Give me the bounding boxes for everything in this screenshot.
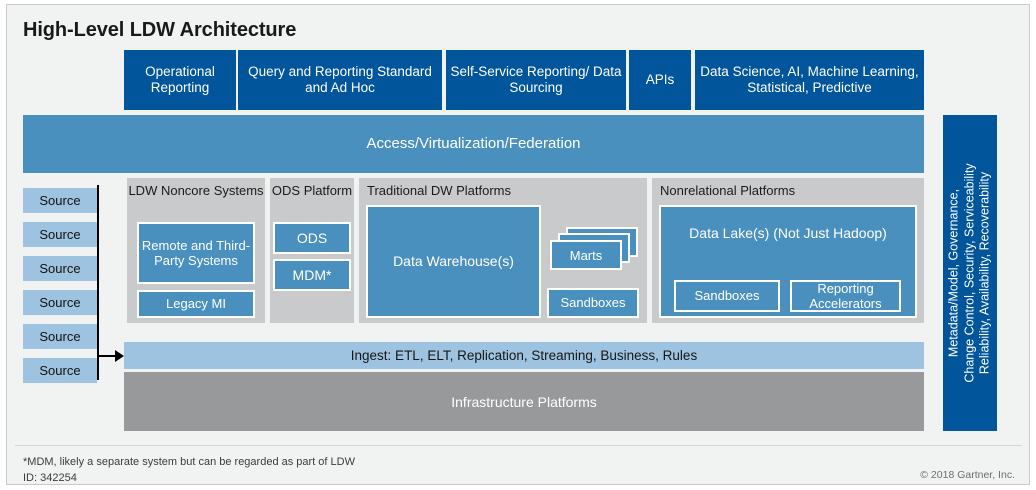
consumption-box-label: Data Science, AI, Machine Learning, Stat…	[700, 64, 919, 95]
governance-line-2: Change Control, Security, Serviceability	[962, 163, 977, 383]
infrastructure-bar-label: Infrastructure Platforms	[451, 393, 597, 410]
consumption-box-self-service-reporting[interactable]: Self-Service Reporting/ Data Sourcing	[446, 50, 626, 110]
footer-divider	[15, 445, 1022, 446]
panel-title-text: Traditional DW Platforms	[367, 183, 511, 198]
footer-note-text: *MDM, likely a separate system but can b…	[23, 456, 355, 468]
footer-note: *MDM, likely a separate system but can b…	[23, 455, 355, 487]
box-label: Sandboxes	[560, 295, 626, 311]
panel-title-text: Nonrelational Platforms	[660, 183, 796, 198]
box-dw-sandboxes[interactable]: Sandboxes	[547, 288, 639, 318]
panel-title-text: ODS Platform	[271, 183, 353, 198]
consumption-box-operational-reporting[interactable]: Operational Reporting	[124, 50, 236, 110]
panel-ods-platform-title: ODS Platform	[270, 183, 354, 199]
panel-traditional-dw-title: Traditional DW Platforms	[367, 183, 587, 199]
source-label: Source	[39, 329, 81, 344]
diagram-card: High-Level LDW Architecture Operational …	[6, 4, 1030, 485]
source-label: Source	[39, 295, 81, 310]
box-label: Remote and Third-Party Systems	[141, 237, 251, 268]
box-label: MDM*	[292, 266, 332, 283]
box-label: Data Warehouse(s)	[393, 253, 514, 270]
source-box-6[interactable]: Source	[23, 358, 97, 383]
footer-copyright: © 2018 Gartner, Inc.	[920, 469, 1015, 481]
consumption-box-query-and-reporting[interactable]: Query and Reporting Standard and Ad Hoc	[238, 50, 442, 110]
source-label: Source	[39, 193, 81, 208]
source-label: Source	[39, 261, 81, 276]
access-virtualization-federation-bar[interactable]: Access/Virtualization/Federation	[23, 115, 924, 173]
consumption-box-label: Self-Service Reporting/ Data Sourcing	[450, 64, 622, 95]
box-label: Legacy MI	[166, 296, 226, 312]
source-bus-line	[97, 185, 99, 380]
governance-line-1: Metadata/Model, Governance,	[946, 188, 961, 358]
box-label: Marts	[569, 247, 603, 263]
consumption-box-data-science[interactable]: Data Science, AI, Machine Learning, Stat…	[695, 50, 924, 110]
marts-stack-layer-front: Marts	[550, 240, 622, 270]
box-label: ODS	[296, 229, 328, 246]
consumption-box-label: Query and Reporting Standard and Ad Hoc	[248, 64, 432, 95]
box-remote-third-party-systems[interactable]: Remote and Third-Party Systems	[137, 222, 255, 284]
box-label: Data Lake(s) (Not Just Hadoop)	[689, 225, 887, 241]
infrastructure-platforms-bar[interactable]: Infrastructure Platforms	[124, 372, 924, 431]
box-mdm[interactable]: MDM*	[273, 259, 351, 291]
box-legacy-mi[interactable]: Legacy MI	[137, 290, 255, 318]
governance-line-3: Reliability, Availability, Recoverabilit…	[977, 171, 992, 375]
panel-title-text: LDW Noncore Systems	[128, 183, 264, 198]
source-box-5[interactable]: Source	[23, 324, 97, 349]
consumption-box-label: Operational Reporting	[145, 64, 215, 95]
consumption-box-apis[interactable]: APIs	[629, 50, 691, 110]
page-title: High-Level LDW Architecture	[23, 19, 297, 41]
ingest-bar[interactable]: Ingest: ETL, ELT, Replication, Streaming…	[124, 342, 924, 369]
source-box-3[interactable]: Source	[23, 256, 97, 281]
source-to-ingest-arrow-shaft	[99, 355, 117, 357]
panel-ldw-noncore-title: LDW Noncore Systems	[127, 183, 265, 199]
consumption-box-label: APIs	[645, 72, 675, 88]
governance-vertical-bar-text: Metadata/Model, Governance, Change Contr…	[947, 163, 994, 382]
access-bar-label: Access/Virtualization/Federation	[366, 135, 581, 153]
box-label: Reporting Accelerators	[809, 280, 882, 311]
box-data-warehouse[interactable]: Data Warehouse(s)	[366, 205, 541, 318]
source-box-2[interactable]: Source	[23, 222, 97, 247]
source-box-1[interactable]: Source	[23, 188, 97, 213]
governance-vertical-bar[interactable]: Metadata/Model, Governance, Change Contr…	[943, 115, 997, 431]
box-label: Sandboxes	[694, 288, 760, 304]
box-lake-sandboxes[interactable]: Sandboxes	[674, 280, 780, 312]
source-box-4[interactable]: Source	[23, 290, 97, 315]
footer-id: ID: 342254	[23, 471, 77, 484]
box-reporting-accelerators[interactable]: Reporting Accelerators	[790, 280, 901, 312]
ingest-bar-label: Ingest: ETL, ELT, Replication, Streaming…	[350, 347, 698, 363]
box-marts-stack[interactable]: Marts	[550, 227, 640, 277]
source-to-ingest-arrow-icon	[115, 350, 124, 362]
panel-nonrelational-title: Nonrelational Platforms	[660, 183, 880, 199]
box-ods[interactable]: ODS	[273, 222, 351, 254]
source-label: Source	[39, 227, 81, 242]
source-label: Source	[39, 363, 81, 378]
